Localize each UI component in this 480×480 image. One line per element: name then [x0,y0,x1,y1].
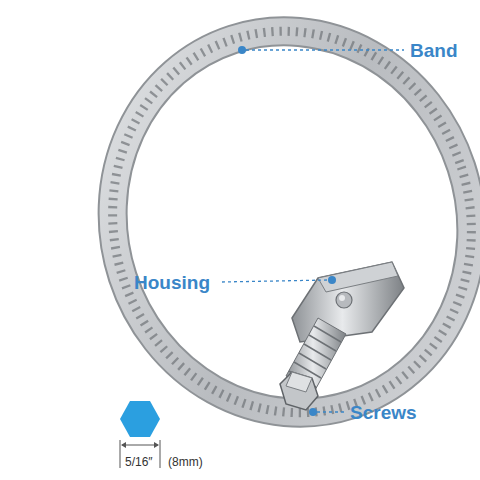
part-label: Housing [134,273,210,292]
screw [280,318,346,410]
hex-size-symbol [120,401,160,468]
dimension-label: 5/16″ [125,456,153,468]
part-label: Band [410,41,458,60]
leader-lines [222,46,404,416]
band-ring [63,0,480,460]
part-label: Screws [350,403,417,422]
dimension-label: (8mm) [168,456,203,468]
housing-body [292,262,404,342]
